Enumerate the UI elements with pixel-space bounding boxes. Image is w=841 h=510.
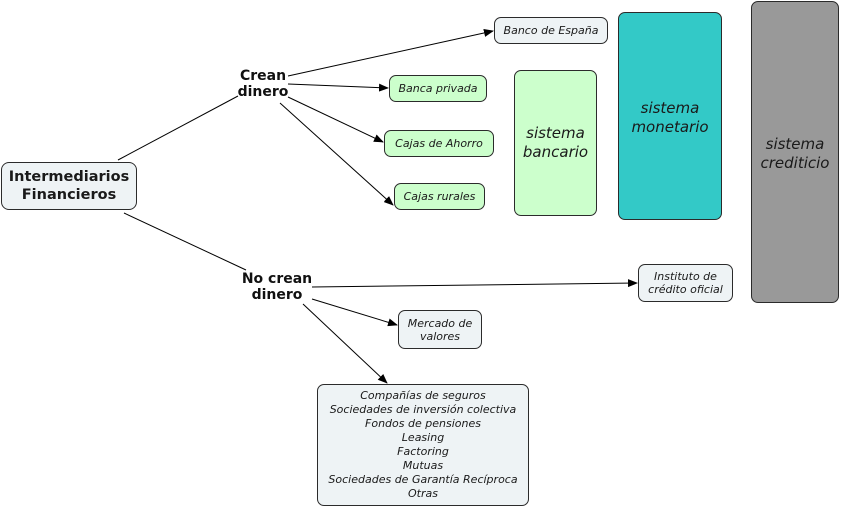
root-node-intermediarios[interactable]: Intermediarios Financieros xyxy=(1,162,137,210)
ico-label-1: Instituto de xyxy=(654,270,717,283)
arrow-to-banco-espana xyxy=(287,29,494,77)
banco-espana-label: Banco de España xyxy=(503,24,599,37)
arrow-to-otros xyxy=(302,303,388,384)
node-otros-intermediarios[interactable]: Compañías de seguros Sociedades de inver… xyxy=(317,384,529,506)
otros-item: Leasing xyxy=(401,431,445,444)
mercado-label-2: valores xyxy=(419,329,461,343)
root-label-2: Financieros xyxy=(21,187,117,203)
branch-nocrean-label-1: No crean xyxy=(241,271,313,287)
arrow-to-ico xyxy=(311,279,638,288)
otros-item: Sociedades de Garantía Recíproca xyxy=(328,473,518,486)
branch-crean-dinero[interactable]: Crean dinero xyxy=(236,68,290,100)
branch-crean-label-1: Crean xyxy=(239,68,287,84)
sistema-bancario-label-2: bancario xyxy=(522,143,589,161)
node-cajas-rurales[interactable]: Cajas rurales xyxy=(394,183,485,210)
branch-crean-label-2: dinero xyxy=(237,84,289,100)
arrow-to-cajas-rurales xyxy=(279,102,394,206)
node-instituto-credito-oficial[interactable]: Instituto de crédito oficial xyxy=(638,264,733,302)
branch-no-crean-dinero[interactable]: No crean dinero xyxy=(240,271,314,303)
otros-item: Sociedades de inversión colectiva xyxy=(329,403,517,416)
cajas-ahorro-label: Cajas de Ahorro xyxy=(395,137,483,150)
sistema-monetario-label-2: monetario xyxy=(631,118,709,136)
arrow-to-mercado xyxy=(311,298,398,327)
node-cajas-de-ahorro[interactable]: Cajas de Ahorro xyxy=(384,130,494,157)
arrow-to-banca-privada xyxy=(287,83,389,92)
ico-label-2: crédito oficial xyxy=(648,283,723,296)
link-root-crean xyxy=(117,95,239,161)
node-banco-de-espana[interactable]: Banco de España xyxy=(494,17,608,44)
sistema-crediticio-box[interactable]: sistema crediticio xyxy=(751,1,839,303)
otros-item: Mutuas xyxy=(402,459,444,472)
otros-item: Compañías de seguros xyxy=(360,389,486,402)
otros-item: Fondos de pensiones xyxy=(365,417,481,430)
banca-privada-label: Banca privada xyxy=(398,82,478,95)
link-root-nocrean xyxy=(123,212,247,271)
node-banca-privada[interactable]: Banca privada xyxy=(389,75,487,102)
node-mercado-de-valores[interactable]: Mercado de valores xyxy=(398,310,482,349)
branch-nocrean-label-2: dinero xyxy=(251,287,303,303)
sistema-bancario-box[interactable]: sistema bancario xyxy=(514,70,597,216)
otros-item: Otras xyxy=(408,487,438,500)
sistema-monetario-box[interactable]: sistema monetario xyxy=(618,12,722,220)
sistema-crediticio-label-1: sistema xyxy=(765,135,825,153)
mercado-label-1: Mercado de xyxy=(407,316,473,330)
root-label-1: Intermediarios xyxy=(8,169,130,185)
sistema-crediticio-label-2: crediticio xyxy=(760,154,830,172)
sistema-monetario-label-1: sistema xyxy=(640,99,700,117)
arrow-to-cajas-ahorro xyxy=(287,96,384,143)
sistema-bancario-label-1: sistema xyxy=(526,124,585,142)
cajas-rurales-label: Cajas rurales xyxy=(403,190,476,203)
otros-item: Factoring xyxy=(397,445,449,458)
